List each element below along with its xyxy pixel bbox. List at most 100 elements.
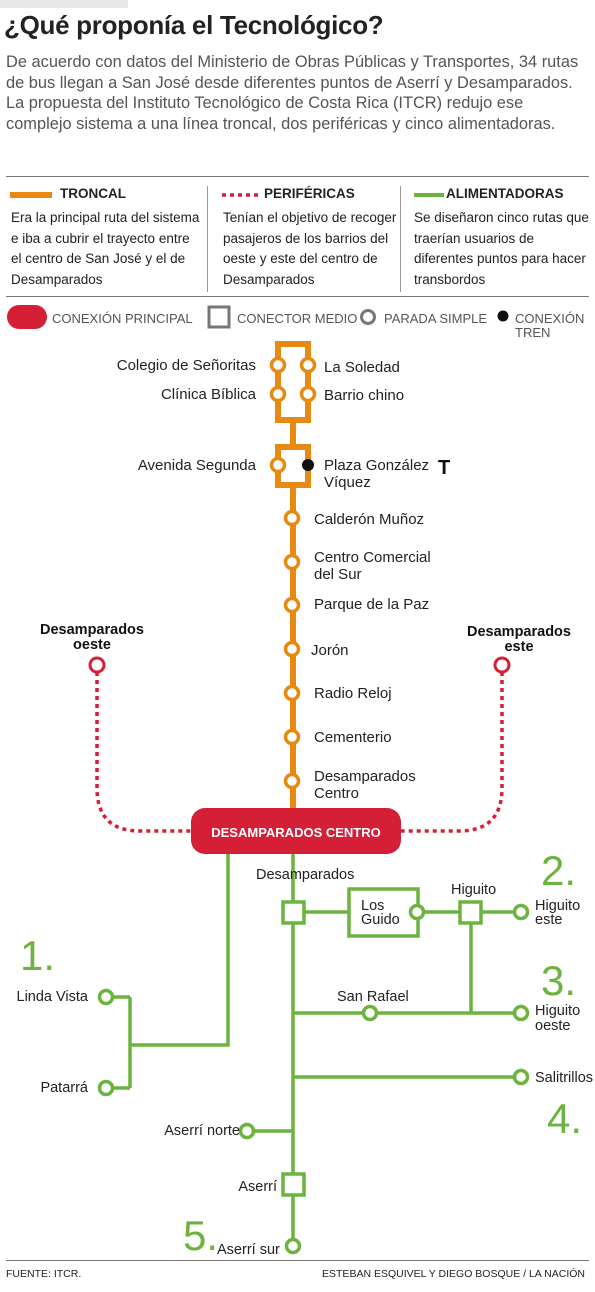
clinica-biblica-label: Clínica Bíblica [161, 386, 257, 403]
parque-paz-stop [283, 596, 301, 614]
key-train-label-2: TREN [515, 325, 551, 340]
desamparados-este-label-1: Desamparados [467, 624, 571, 640]
joron-label: Jorón [311, 642, 349, 659]
plaza-gonzalez-viquez-train-stop [302, 459, 314, 471]
medium-connector-symbol [207, 305, 231, 329]
desamparados-este-stop [493, 656, 511, 674]
key-train-label-1: CONEXIÓN [515, 311, 585, 326]
higuito-este-label-1: Higuito [535, 898, 580, 914]
divider [6, 1260, 589, 1261]
salitrillos-stop [512, 1068, 530, 1086]
plaza-gonzalez-label-2: Víquez [324, 474, 371, 491]
parque-paz-label: Parque de la Paz [314, 596, 429, 613]
route-number-5: 5. [183, 1212, 218, 1259]
alimentadora-routes [113, 853, 514, 1238]
radio-reloj-stop [283, 684, 301, 702]
legend-perifericas-text: Tenían el objetivo de recoger pasajeros … [223, 210, 397, 287]
troncal-swatch [10, 192, 52, 198]
plaza-gonzalez-label-1: Plaza González [324, 457, 429, 474]
avenida-segunda-stop [269, 456, 287, 474]
periferica-oeste-line [95, 672, 192, 833]
clinica-biblica-stop [269, 385, 287, 403]
la-soledad-stop [299, 356, 317, 374]
train-marker-icon: T [438, 457, 450, 479]
aserri-sur-stop [284, 1237, 302, 1255]
san-rafael-stop [361, 1004, 379, 1022]
salitrillos-label: Salitrillos [535, 1070, 593, 1086]
legend-divider [207, 186, 208, 292]
higuito-oeste-label-1: Higuito [535, 1003, 580, 1019]
train-connection-symbol [497, 310, 509, 322]
desamparados-este-label-2: este [504, 639, 533, 655]
calderon-munoz-label: Calderón Muñoz [314, 511, 424, 528]
key-simple-stop-label: PARADA SIMPLE [384, 311, 488, 326]
perifericas-swatch [222, 193, 258, 197]
colegio-senoritas-stop [269, 356, 287, 374]
cementerio-label: Cementerio [314, 729, 392, 746]
higuito-label: Higuito [451, 882, 496, 898]
centro-comercial-label-1: Centro Comercial [314, 549, 431, 566]
route-number-2: 2. [541, 847, 576, 894]
divider [6, 176, 589, 177]
aserri-norte-label: Aserrí norte [164, 1123, 240, 1139]
route-number-4: 4. [547, 1095, 582, 1142]
main-connection-symbol [7, 305, 47, 329]
higuito-oeste-label-2: oeste [535, 1018, 570, 1034]
linda-vista-stop [97, 988, 115, 1006]
higuito-este-label-2: este [535, 912, 562, 928]
top-accent-bar [0, 0, 128, 8]
linda-vista-label: Linda Vista [17, 989, 89, 1005]
legend-troncal-label: TRONCAL [60, 186, 126, 201]
desamparados-label: Desamparados [256, 867, 354, 883]
patarra-label: Patarrá [40, 1080, 88, 1096]
hub-label: DESAMPARADOS CENTRO [211, 825, 381, 840]
higuito-oeste-stop [512, 1004, 530, 1022]
centro-comercial-label-2: del Sur [314, 566, 362, 583]
aserri-norte-stop [238, 1122, 256, 1140]
barrio-chino-label: Barrio chino [324, 387, 404, 404]
desamparados-oeste-label-2: oeste [73, 637, 111, 653]
route-1-line [113, 853, 230, 1090]
aserri-sur-label: Aserrí sur [217, 1242, 280, 1258]
colegio-connector-loop [275, 341, 311, 423]
periferica-este-line [400, 672, 504, 833]
desamparados-centro-label-2: Centro [314, 785, 359, 802]
intro-paragraph: De acuerdo con datos del Ministerio de O… [6, 53, 579, 133]
calderon-munoz-stop [283, 509, 301, 527]
divider [6, 296, 589, 297]
desamparados-oeste-label-1: Desamparados [40, 622, 144, 638]
la-soledad-label: La Soledad [324, 359, 400, 376]
credits-note: ESTEBAN ESQUIVEL Y DIEGO BOSQUE / LA NAC… [322, 1268, 585, 1280]
centro-comercial-stop [283, 553, 301, 571]
desamparados-centro-hub [191, 808, 401, 854]
page-title: ¿Qué proponía el Tecnológico? [4, 10, 384, 40]
key-main-connection-label: CONEXIÓN PRINCIPAL [52, 311, 193, 326]
los-guido-stop [408, 903, 426, 921]
desamparados-connector [281, 900, 306, 925]
san-rafael-label: San Rafael [337, 989, 409, 1005]
key-medium-connector-label: CONECTOR MEDIO [237, 311, 358, 326]
source-note: FUENTE: ITCR. [6, 1268, 82, 1280]
patarra-stop [97, 1079, 115, 1097]
aserri-label: Aserrí [238, 1179, 277, 1195]
cementerio-stop [283, 728, 301, 746]
higuito-connector [458, 900, 483, 925]
periferica-routes [95, 672, 504, 833]
legend-troncal-text: Era la principal ruta del sistema e iba … [11, 210, 200, 287]
los-guido-label-1: Los [361, 898, 384, 914]
aserri-connector [281, 1172, 306, 1197]
colegio-senoritas-label: Colegio de Señoritas [117, 357, 256, 374]
desamparados-centro-label-1: Desamparados [314, 768, 416, 785]
legend-alimentadoras-text: Se diseñaron cinco rutas que traerían us… [414, 210, 589, 287]
legend-alimentadoras-label: ALIMENTADORAS [446, 186, 564, 201]
barrio-chino-stop [299, 385, 317, 403]
joron-stop [283, 640, 301, 658]
alimentadoras-swatch [414, 193, 444, 197]
avenida-segunda-label: Avenida Segunda [138, 457, 257, 474]
higuito-este-stop [512, 903, 530, 921]
route-number-1: 1. [20, 932, 55, 979]
route-3-line [293, 923, 514, 1015]
desamparados-oeste-stop [88, 656, 106, 674]
desamparados-centro-stop [283, 772, 301, 790]
